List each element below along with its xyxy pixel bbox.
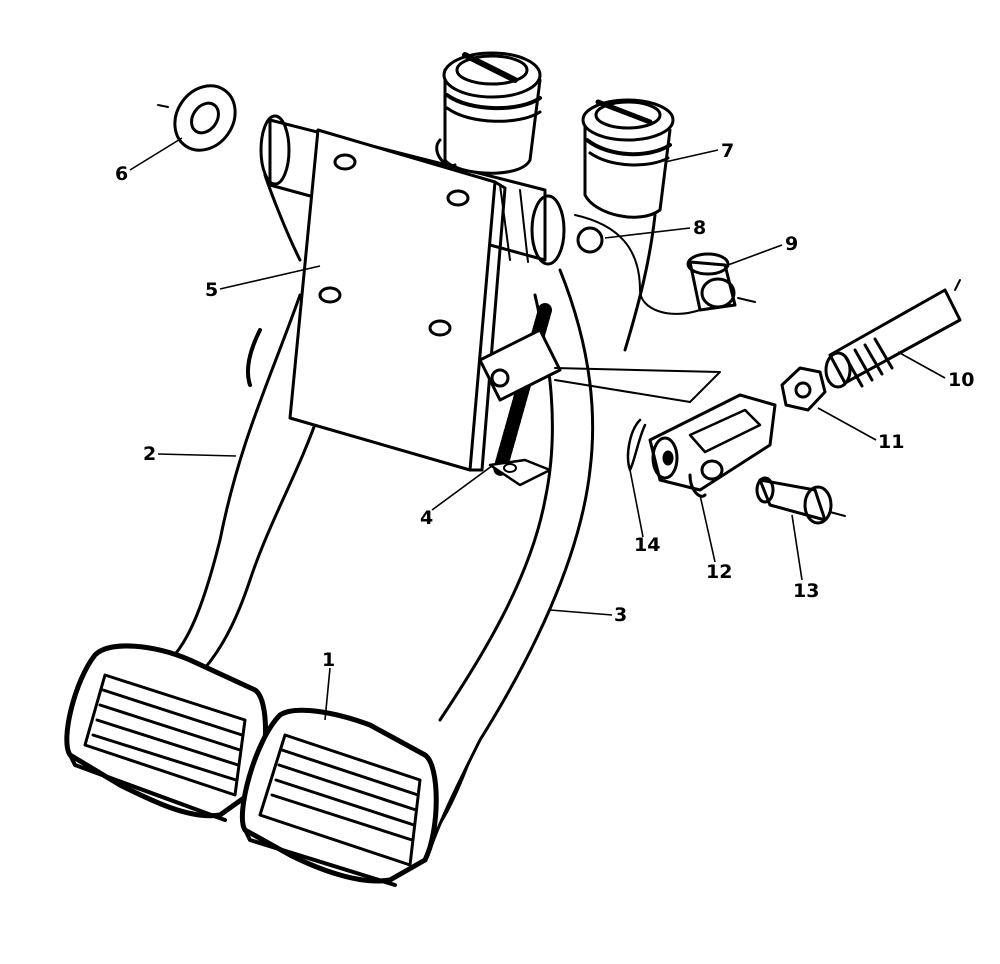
callout-14: 14	[634, 534, 660, 556]
master-cylinder-reservoir-left	[435, 51, 542, 175]
leader-9	[727, 244, 783, 266]
leader-8	[604, 227, 691, 239]
leader-10	[897, 351, 946, 379]
callout-labels: 1 2 3 4 5 6 7 8 9 10 11 12 13 14	[115, 140, 974, 671]
leader-14	[629, 469, 644, 538]
leader-12	[699, 494, 716, 563]
master-cylinder-reservoir-right	[581, 98, 675, 352]
callout-2: 2	[143, 443, 156, 465]
leader-4	[431, 459, 501, 511]
callout-9: 9	[785, 233, 798, 255]
leader-7	[664, 149, 719, 163]
callout-7: 7	[721, 140, 734, 162]
leader-6	[129, 137, 183, 171]
callout-6: 6	[115, 163, 128, 185]
callout-11: 11	[878, 431, 904, 453]
clevis-pin-part	[755, 476, 846, 525]
leader-5	[219, 265, 321, 290]
callout-3: 3	[614, 604, 627, 626]
mounting-plate	[288, 128, 507, 472]
callout-12: 12	[706, 561, 732, 583]
callout-8: 8	[693, 217, 706, 239]
clutch-pedal-pad	[64, 643, 268, 822]
bushing-part	[686, 252, 756, 312]
pivot-pin	[574, 214, 701, 315]
brake-pedal-pad	[239, 707, 439, 887]
callout-10: 10	[948, 369, 974, 391]
pushrod-part	[824, 279, 962, 389]
leader-11	[817, 407, 877, 441]
washer-part	[157, 84, 237, 152]
leader-1	[324, 667, 331, 721]
callout-leaders	[129, 137, 946, 721]
callout-13: 13	[793, 580, 819, 602]
clevis-yoke-part	[648, 393, 777, 498]
callout-4: 4	[420, 507, 433, 529]
leader-2	[157, 453, 237, 457]
pushrod-bracket	[478, 328, 721, 403]
leader-13	[791, 514, 803, 581]
callout-5: 5	[205, 279, 218, 301]
leader-3	[549, 609, 613, 616]
callout-1: 1	[322, 649, 335, 671]
split-pin-part	[626, 418, 647, 472]
lock-nut-part	[780, 366, 827, 412]
